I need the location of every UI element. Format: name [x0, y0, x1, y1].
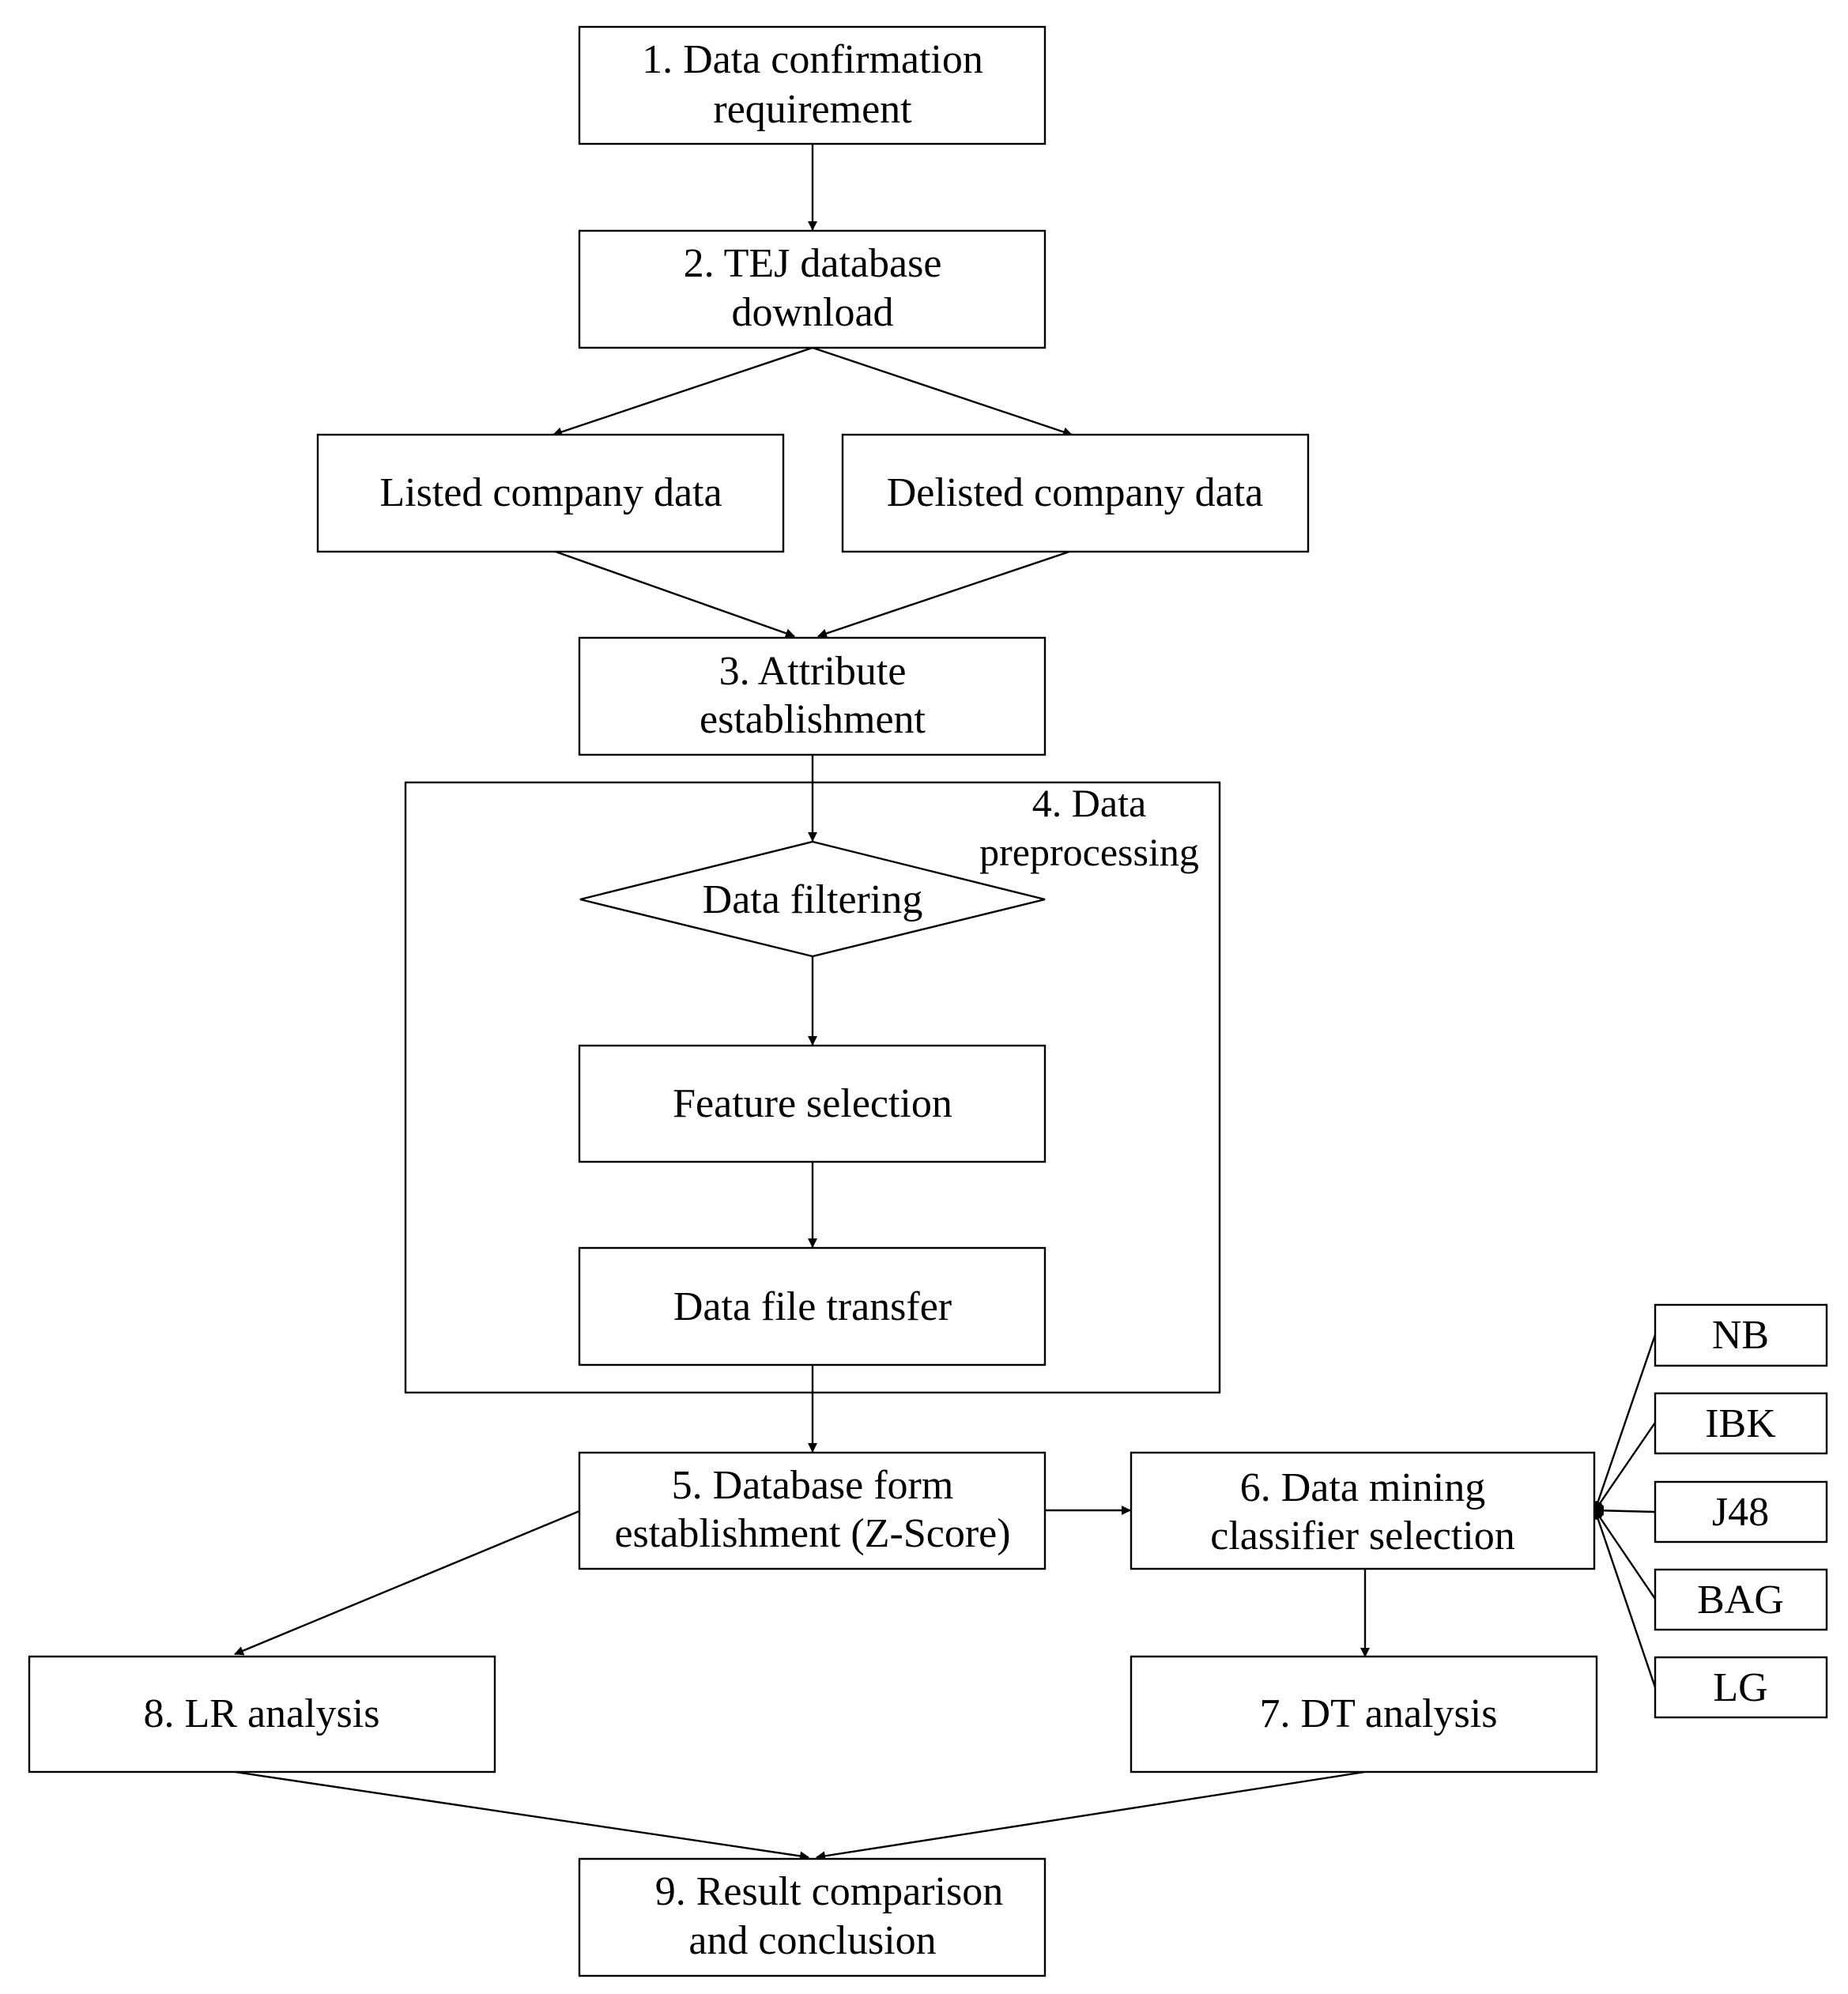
node-step1-box [578, 25, 1047, 145]
node-step3: 3. Attribute establishment [578, 636, 1047, 756]
node-step5-line1: 5. Database form [672, 1463, 954, 1508]
node-step2-box [578, 229, 1047, 349]
node-step9-line1: 9. Result comparison [655, 1869, 1004, 1914]
arrow-step2-to-listed [553, 346, 813, 437]
node-step7-box [1130, 1655, 1598, 1773]
node-step3-box [578, 636, 1047, 756]
node-bag: BAG [1654, 1568, 1828, 1631]
node-feature-box [578, 1044, 1047, 1163]
node-listed-box [316, 433, 785, 553]
node-step5-box [578, 1451, 1047, 1570]
node-step2: 2. TEJ database download [578, 229, 1047, 349]
node-filtering-line1: Data filtering [703, 877, 923, 922]
node-ibk-label: IBK [1705, 1401, 1776, 1446]
node-lg: LG [1654, 1656, 1828, 1719]
arrow-listed-to-step3 [553, 549, 795, 638]
node-step6: 6. Data mining classifier selection [1130, 1451, 1596, 1570]
node-delisted: Delisted company data [841, 433, 1310, 553]
arrow-delisted-to-step3 [817, 549, 1073, 639]
node-lg-label: LG [1713, 1665, 1767, 1710]
node-step3-line2: establishment [700, 697, 926, 742]
node-step8-box [28, 1655, 496, 1773]
node-step6-box [1130, 1451, 1596, 1570]
node-step2-line2: download [731, 290, 893, 335]
arrow-step7-to-step9 [816, 1770, 1366, 1861]
node-step8: 8. LR analysis [28, 1655, 496, 1773]
node-feature-line1: Feature selection [673, 1081, 952, 1126]
node-step2-line1: 2. TEJ database [684, 241, 942, 286]
node-bag-box [1654, 1568, 1828, 1631]
node-step9: 9. Result comparison and conclusion [578, 1857, 1047, 1977]
node-step7-line1: 7. DT analysis [1260, 1691, 1498, 1736]
node-step3-line1: 3. Attribute [719, 649, 907, 694]
node-bag-label: BAG [1697, 1577, 1784, 1623]
node-nb: NB [1654, 1303, 1828, 1367]
node-ibk: IBK [1654, 1392, 1828, 1455]
node-feature: Feature selection [578, 1044, 1047, 1163]
node-step7: 7. DT analysis [1130, 1655, 1598, 1773]
node-step1: 1. Data confirmation requirement [578, 25, 1047, 145]
node-nb-label: NB [1712, 1313, 1769, 1358]
node-step5: 5. Database form establishment (Z-Score) [578, 1451, 1047, 1570]
arrow-lg-to-step6 [1593, 1510, 1657, 1688]
arrow-step8-to-step9 [234, 1770, 809, 1861]
node-listed: Listed company data [316, 433, 785, 553]
node-step9-box [578, 1857, 1047, 1977]
node-j48-label: J48 [1712, 1490, 1769, 1535]
node-step1-line2: requirement [713, 87, 912, 132]
node-transfer: Data file transfer [578, 1246, 1047, 1366]
arrow-ibk-to-step6 [1594, 1422, 1656, 1511]
node-lg-box [1654, 1656, 1828, 1719]
node-step6-line2: classifier selection [1210, 1513, 1515, 1559]
node-filtering: Data filtering [579, 840, 1046, 958]
arrow-j48-to-step6 [1594, 1506, 1656, 1516]
connectors [234, 145, 1657, 1861]
preprocessing-label-line1: 4. Data [1032, 781, 1146, 825]
node-filtering-diamond [579, 840, 1046, 958]
node-j48: J48 [1654, 1480, 1828, 1544]
node-transfer-line1: Data file transfer [673, 1284, 952, 1329]
arrow-bag-to-step6 [1594, 1510, 1656, 1600]
preprocessing-label-line2: preprocessing [979, 830, 1199, 874]
node-step8-line1: 8. LR analysis [144, 1691, 380, 1736]
node-delisted-line1: Delisted company data [887, 470, 1264, 515]
node-step5-line2: establishment (Z-Score) [614, 1511, 1010, 1556]
node-nb-box [1654, 1303, 1828, 1367]
node-step1-line1: 1. Data confirmation [642, 37, 983, 82]
node-delisted-box [841, 433, 1310, 553]
node-transfer-box [578, 1246, 1047, 1366]
node-step9-line2: and conclusion [688, 1918, 936, 1963]
arrow-step5-to-step8 [234, 1510, 580, 1656]
arrow-nb-to-step6 [1593, 1334, 1657, 1511]
node-j48-box [1654, 1480, 1828, 1544]
node-ibk-box [1654, 1392, 1828, 1455]
arrow-step2-to-delisted [812, 346, 1073, 437]
node-listed-line1: Listed company data [379, 470, 722, 515]
node-step6-line1: 6. Data mining [1240, 1465, 1486, 1510]
